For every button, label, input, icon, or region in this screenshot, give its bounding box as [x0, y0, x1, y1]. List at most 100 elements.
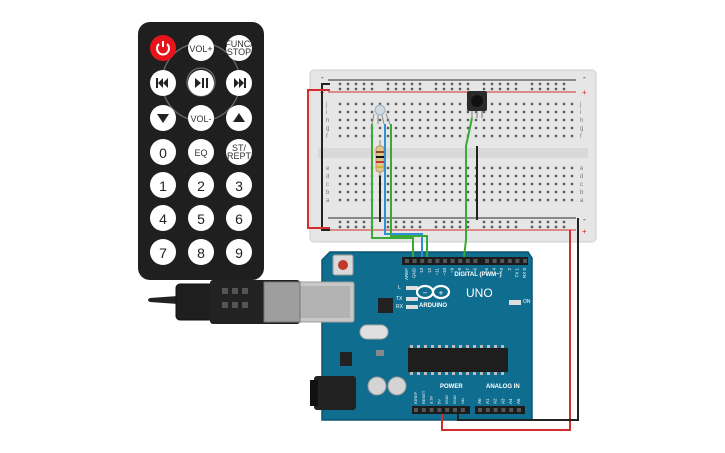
breadboard-hole[interactable]: [418, 174, 422, 178]
breadboard-hole[interactable]: [466, 198, 470, 202]
breadboard-hole[interactable]: [554, 110, 558, 114]
rail-hole[interactable]: [482, 82, 486, 86]
rail-hole[interactable]: [530, 82, 534, 86]
breadboard-hole[interactable]: [546, 134, 550, 138]
breadboard-hole[interactable]: [466, 190, 470, 194]
rail-hole[interactable]: [530, 225, 534, 229]
rail-hole[interactable]: [434, 87, 438, 91]
rail-hole[interactable]: [386, 87, 390, 91]
rail-hole[interactable]: [338, 87, 342, 91]
breadboard-hole[interactable]: [490, 118, 494, 122]
breadboard-hole[interactable]: [522, 118, 526, 122]
rail-hole[interactable]: [338, 225, 342, 229]
breadboard-hole[interactable]: [354, 182, 358, 186]
breadboard-hole[interactable]: [426, 118, 430, 122]
rail-hole[interactable]: [450, 225, 454, 229]
rail-hole[interactable]: [434, 82, 438, 86]
breadboard-hole[interactable]: [354, 134, 358, 138]
breadboard-hole[interactable]: [498, 190, 502, 194]
power-pin-hole[interactable]: [437, 408, 442, 412]
breadboard-hole[interactable]: [338, 174, 342, 178]
breadboard-hole[interactable]: [338, 190, 342, 194]
breadboard-hole[interactable]: [394, 182, 398, 186]
breadboard-hole[interactable]: [450, 126, 454, 130]
breadboard-hole[interactable]: [514, 174, 518, 178]
breadboard-hole[interactable]: [546, 102, 550, 106]
breadboard-hole[interactable]: [490, 182, 494, 186]
digital-pin-hole[interactable]: [485, 259, 489, 263]
rail-hole[interactable]: [410, 87, 414, 91]
rail-hole[interactable]: [530, 220, 534, 224]
breadboard-hole[interactable]: [410, 198, 414, 202]
rail-hole[interactable]: [442, 220, 446, 224]
breadboard-hole[interactable]: [378, 126, 382, 130]
wire-green-led-pin10[interactable]: [390, 124, 428, 257]
breadboard-hole[interactable]: [554, 118, 558, 122]
rail-hole[interactable]: [546, 225, 550, 229]
breadboard-hole[interactable]: [410, 182, 414, 186]
breadboard-hole[interactable]: [554, 166, 558, 170]
remote-button-seven[interactable]: 7: [150, 239, 176, 265]
breadboard-hole[interactable]: [426, 174, 430, 178]
breadboard-hole[interactable]: [514, 110, 518, 114]
breadboard-hole[interactable]: [370, 102, 374, 106]
digital-pin-hole[interactable]: [515, 259, 520, 263]
breadboard-hole[interactable]: [442, 174, 446, 178]
breadboard-hole[interactable]: [498, 182, 502, 186]
breadboard-hole[interactable]: [474, 110, 478, 114]
breadboard-hole[interactable]: [378, 102, 382, 106]
analog-header[interactable]: [475, 406, 525, 414]
analog-pin-hole[interactable]: [517, 408, 521, 412]
rail-hole[interactable]: [554, 220, 558, 224]
breadboard-hole[interactable]: [410, 118, 414, 122]
breadboard-hole[interactable]: [378, 118, 382, 122]
rail-hole[interactable]: [362, 220, 366, 224]
power-pin-hole[interactable]: [460, 408, 465, 412]
breadboard-hole[interactable]: [538, 182, 542, 186]
breadboard-hole[interactable]: [442, 118, 446, 122]
rail-hole[interactable]: [362, 225, 366, 229]
rgb-led[interactable]: [371, 104, 391, 125]
breadboard-hole[interactable]: [490, 102, 494, 106]
rail-hole[interactable]: [562, 87, 566, 91]
remote-button-vol-down[interactable]: VOL-: [188, 105, 214, 131]
breadboard-hole[interactable]: [506, 126, 510, 130]
breadboard-hole[interactable]: [426, 198, 430, 202]
breadboard-hole[interactable]: [546, 126, 550, 130]
breadboard-hole[interactable]: [474, 118, 478, 122]
breadboard-hole[interactable]: [442, 110, 446, 114]
breadboard-hole[interactable]: [554, 126, 558, 130]
breadboard-hole[interactable]: [570, 182, 574, 186]
breadboard-hole[interactable]: [442, 182, 446, 186]
remote-button-nine[interactable]: 9: [226, 239, 252, 265]
rail-hole[interactable]: [490, 220, 494, 224]
rail-hole[interactable]: [466, 87, 470, 91]
breadboard-hole[interactable]: [442, 134, 446, 138]
breadboard-hole[interactable]: [386, 134, 390, 138]
rail-hole[interactable]: [554, 87, 558, 91]
breadboard-hole[interactable]: [490, 134, 494, 138]
breadboard-hole[interactable]: [410, 174, 414, 178]
rail-hole[interactable]: [442, 87, 446, 91]
rail-hole[interactable]: [482, 225, 486, 229]
wire-green-ir-pin7[interactable]: [463, 117, 473, 258]
remote-button-prev[interactable]: [150, 70, 176, 96]
breadboard-hole[interactable]: [538, 118, 542, 122]
rail-hole[interactable]: [386, 82, 390, 86]
breadboard-hole[interactable]: [418, 182, 422, 186]
arduino-board[interactable]: − + ARDUINO UNO DIGITAL (PWM~) POWER ANA…: [295, 251, 533, 421]
digital-pin-hole[interactable]: [450, 259, 455, 263]
breadboard-hole[interactable]: [346, 182, 350, 186]
breadboard-hole[interactable]: [442, 198, 446, 202]
rail-hole[interactable]: [514, 225, 518, 229]
breadboard-hole[interactable]: [522, 134, 526, 138]
breadboard-hole[interactable]: [450, 166, 454, 170]
rail-hole[interactable]: [434, 225, 438, 229]
breadboard-hole[interactable]: [506, 198, 510, 202]
breadboard-hole[interactable]: [554, 198, 558, 202]
breadboard-hole[interactable]: [370, 118, 374, 122]
breadboard-hole[interactable]: [522, 110, 526, 114]
breadboard-hole[interactable]: [434, 166, 438, 170]
breadboard-hole[interactable]: [442, 126, 446, 130]
breadboard-hole[interactable]: [482, 182, 486, 186]
